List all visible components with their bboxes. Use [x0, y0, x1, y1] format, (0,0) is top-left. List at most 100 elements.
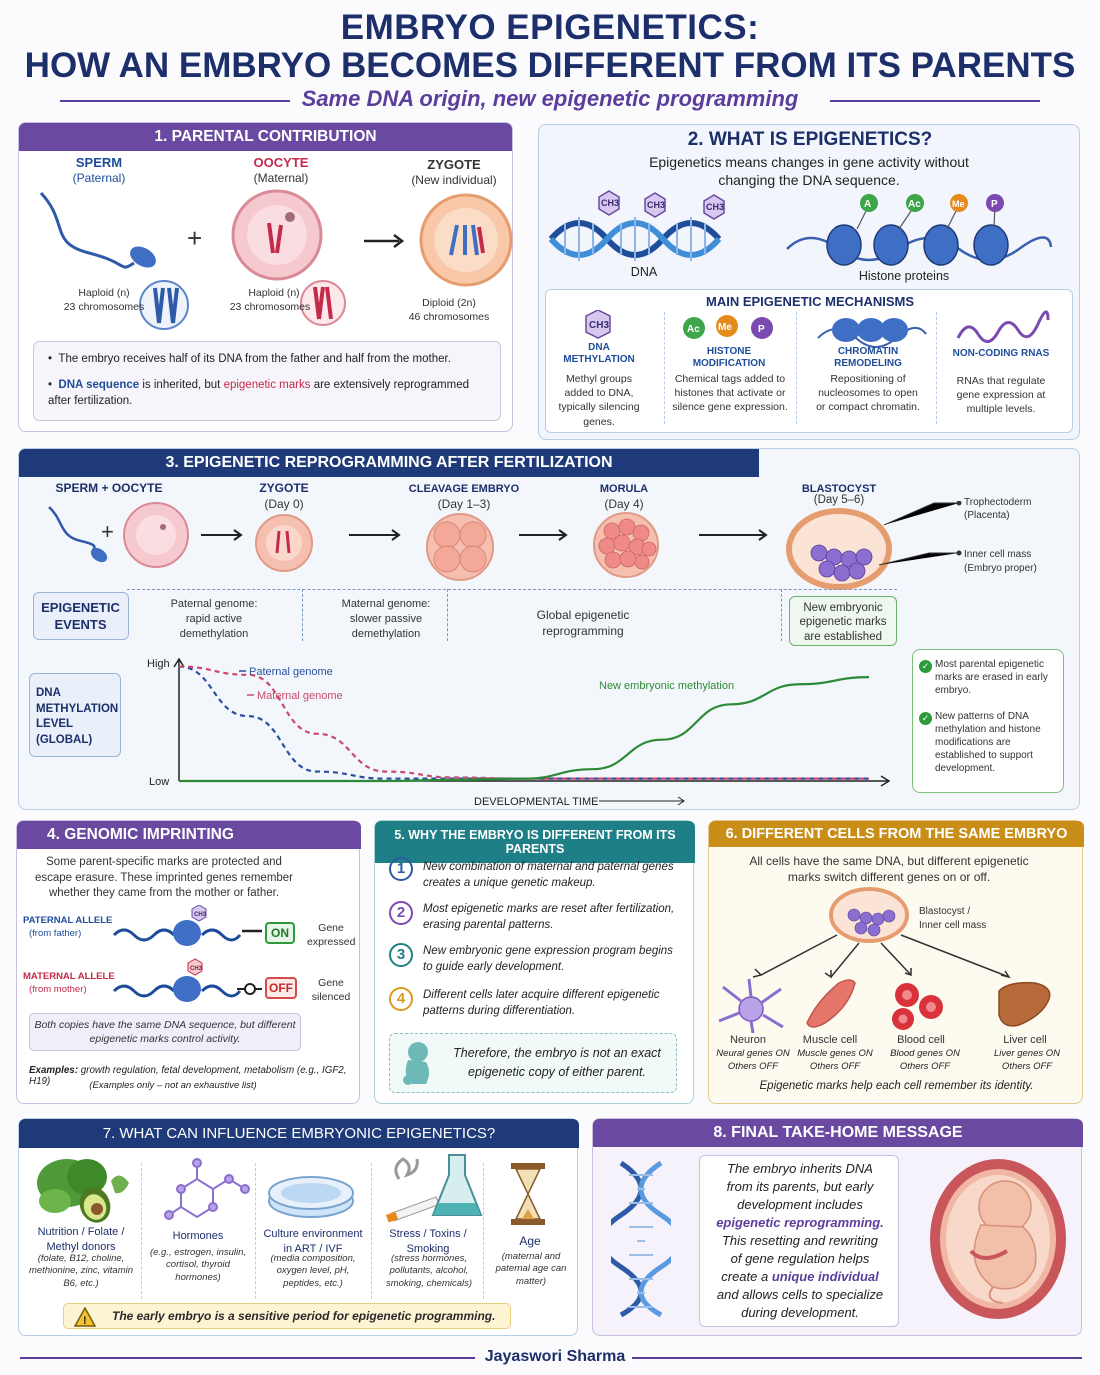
stage-label: MORULA	[599, 483, 649, 495]
section-reprogramming: 3. EPIGENETIC REPROGRAMMING AFTER FERTIL…	[18, 448, 1080, 810]
mechanisms-box: MAIN EPIGENETIC MECHANISMS CH3 Ac Me P D…	[545, 289, 1073, 433]
influence-desc: (media composition, oxygen level, pH, pe…	[270, 1253, 356, 1289]
influence-name: Stress / Toxins / Smoking	[389, 1228, 467, 1255]
section-heading: 5. WHY THE EMBRYO IS DIFFERENT FROM ITS …	[375, 821, 695, 863]
cell-genes-on: Neural genes ON	[716, 1048, 790, 1059]
mechanism-desc: RNAs that regulate gene expression at mu…	[956, 375, 1046, 416]
zygote-chromosomes: 46 chromosomes	[408, 311, 490, 323]
hourglass-icon	[511, 1163, 545, 1225]
divider	[447, 589, 448, 641]
section-heading: 4. GENOMIC IMPRINTING	[17, 821, 361, 849]
section-heading: 8. FINAL TAKE-HOME MESSAGE	[593, 1119, 1083, 1147]
divider	[371, 1163, 372, 1299]
divider	[302, 589, 303, 641]
methylation-label: DNA METHYLATION LEVEL (GLOBAL)	[36, 687, 119, 746]
number-badge: 2	[389, 901, 413, 925]
page-title-line2: HOW AN EMBRYO BECOMES DIFFERENT FROM ITS…	[24, 46, 1076, 85]
zygote-label: ZYGOTE	[427, 157, 481, 172]
legend-label-0: Paternal genome	[249, 666, 333, 678]
oocyte-chromosomes: 23 chromosomes	[229, 301, 311, 313]
sperm-ploidy: Haploid (n)	[78, 287, 130, 299]
cell-genes-off: Others OFF	[899, 1061, 951, 1072]
toxins-icon	[385, 1154, 483, 1223]
check-icon: ✓	[919, 660, 932, 673]
svg-text:CH3: CH3	[706, 202, 724, 212]
cell-genes-on: Muscle genes ON	[797, 1048, 873, 1059]
event-global: Global epigenetic reprogramming	[536, 608, 630, 639]
zygote-sub: (New individual)	[411, 173, 497, 187]
phospho-tag-icon	[751, 317, 773, 339]
svg-text:!: !	[83, 1315, 87, 1327]
series-line-2	[179, 676, 870, 783]
event-paternal: Paternal genome:rapid active demethylati…	[170, 598, 258, 640]
svg-text:CH3: CH3	[190, 966, 203, 972]
bullet-item: • DNA sequence is inherited, but epigene…	[48, 379, 470, 407]
influence-desc: (maternal and paternal age can matter)	[495, 1251, 567, 1287]
influences-illustration	[37, 1154, 545, 1225]
svg-text:CH3: CH3	[647, 200, 665, 210]
stage-label: SPERM + OOCYTE	[55, 481, 163, 495]
svg-text:A: A	[864, 199, 871, 210]
mechanism-name: HISTONE MODIFICATION	[692, 346, 766, 369]
methyl-tag-icon	[191, 905, 207, 922]
block-icon	[244, 983, 256, 995]
summary-box: • The embryo receives half of its DNA fr…	[33, 341, 501, 421]
cell-genes-off: Others OFF	[727, 1061, 779, 1072]
influence-desc: (e.g., estrogen, insulin, cortisol, thyr…	[149, 1247, 247, 1283]
hormones-icon	[164, 1158, 250, 1220]
svg-text:CH3: CH3	[589, 320, 609, 331]
sperm-chromosomes: 23 chromosomes	[63, 301, 145, 313]
stage-sub: (Day 4)	[604, 497, 644, 511]
maternal-allele-label: MATERNAL ALLELE	[23, 971, 115, 982]
influence-name: Culture environment in ART / IVF	[263, 1228, 363, 1255]
y-tick-high: High	[147, 658, 170, 670]
section-take-home: 8. FINAL TAKE-HOME MESSAGE The embryo in…	[592, 1118, 1083, 1336]
number-badge: 3	[389, 943, 413, 967]
acetyl-tag-icon	[860, 194, 878, 212]
svg-text:Me: Me	[952, 199, 965, 209]
trophectoderm-sub: (Placenta)	[964, 510, 1010, 521]
blastocyst-label: Blastocyst /	[919, 906, 971, 917]
section-what-is-epigenetics: 2. WHAT IS EPIGENETICS? Epigenetics mean…	[538, 124, 1080, 440]
histone-label: Histone proteins	[858, 269, 950, 283]
liver-cell-icon	[998, 981, 1051, 1027]
event-maternal: Maternal genome:slower passive demethyla…	[341, 598, 431, 640]
methyl-tag-icon: CH3 CH3 CH3	[598, 190, 725, 220]
mechanism-desc: Repositioning of nucleosomes to open or …	[816, 373, 920, 414]
cleavage-embryo-icon	[426, 513, 494, 581]
methyl-tag-icon	[187, 958, 203, 976]
cell-genes-on: Liver genes ON	[993, 1048, 1060, 1059]
divider	[255, 1163, 256, 1299]
notes-box: ✓ Most parental epigenetic marks are era…	[912, 649, 1064, 793]
svg-text:+: +	[101, 519, 114, 544]
trophectoderm-label: Trophectoderm	[964, 497, 1032, 508]
parental-illustration: +	[39, 189, 513, 330]
page-subtitle: Same DNA origin, new epigenetic programm…	[301, 86, 799, 111]
sperm-label: SPERM	[75, 155, 123, 170]
events-label: EPIGENETIC EVENTS	[41, 600, 120, 632]
divider	[60, 100, 290, 102]
reason-item: Different cells later acquire different …	[423, 989, 660, 1018]
paternal-allele-label: PATERNAL ALLELE	[23, 915, 113, 926]
svg-text:Me: Me	[718, 322, 732, 333]
imprinting-examples: Examples: growth regulation, fetal devel…	[29, 1065, 347, 1087]
methyl-tag-icon	[716, 315, 738, 337]
divider	[632, 1357, 1082, 1359]
divider	[936, 312, 937, 424]
cells-illustration	[718, 887, 1051, 1033]
bullet-item: • The embryo receives half of its DNA fr…	[48, 353, 451, 365]
acetyl-tag-icon	[906, 194, 924, 212]
influence-name: Hormones	[172, 1230, 224, 1242]
fetus-icon	[403, 1042, 429, 1085]
influence-name: Age	[519, 1234, 541, 1248]
plus-sign: +	[187, 223, 202, 253]
mechanism-desc: Chemical tags added to histones that act…	[672, 373, 788, 414]
stage-sub: (Day 1–3)	[437, 497, 491, 511]
x-axis-label: DEVELOPMENTAL TIME	[474, 796, 599, 808]
neuron-icon	[718, 978, 784, 1033]
legend-label-1: Maternal genome	[257, 690, 343, 702]
stage-sub: (Day 5–6)	[813, 494, 865, 506]
maternal-allele-sub: (from mother)	[29, 984, 87, 995]
stage-label: BLASTOCYST	[801, 483, 877, 495]
